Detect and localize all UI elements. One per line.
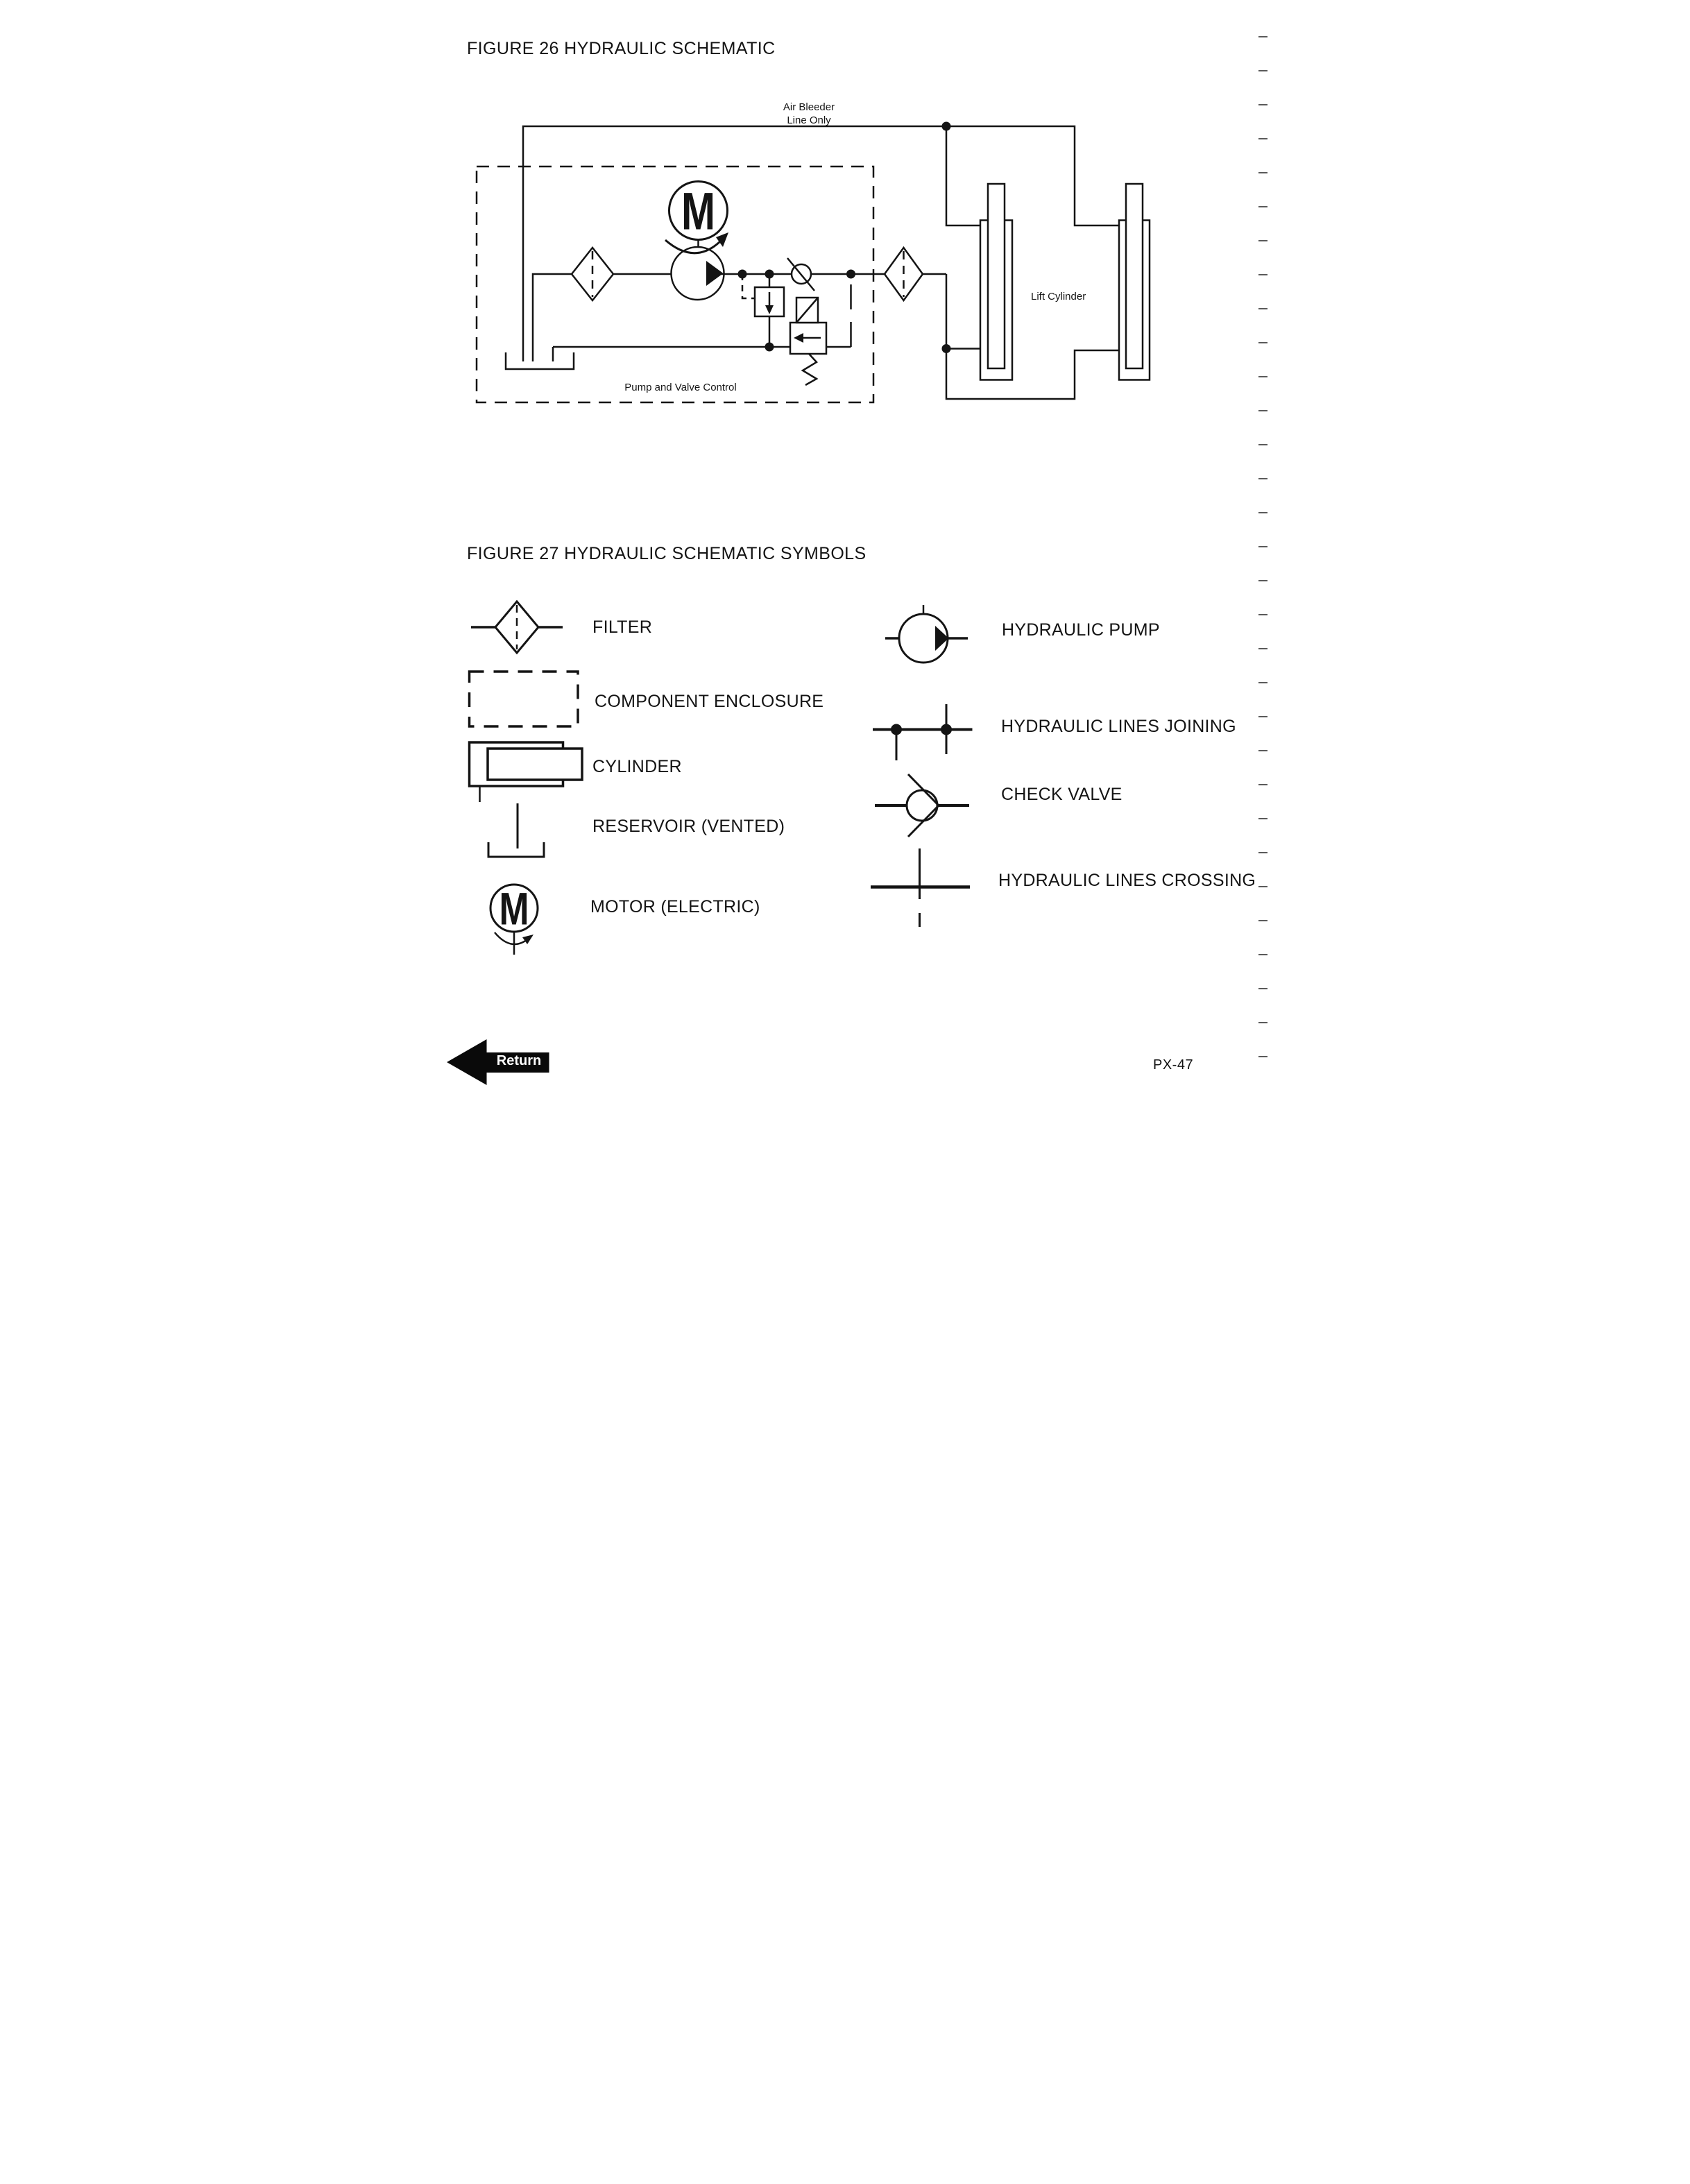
- motor-letter: M: [500, 883, 529, 935]
- legend-label-hydraulic-pump: HYDRAULIC PUMP: [1002, 620, 1160, 640]
- legend-label-component-enclosure: COMPONENT ENCLOSURE: [595, 692, 824, 711]
- figure27-title: FIGURE 27 HYDRAULIC SCHEMATIC SYMBOLS: [467, 544, 867, 563]
- cylinder2-bottom-feed: [945, 348, 1119, 400]
- hydraulic-pump-symbol: [670, 246, 725, 301]
- lift-cylinder-1: [979, 182, 1014, 381]
- pressure-filter-symbol: [883, 246, 924, 302]
- electric-motor-symbol: M: [665, 180, 728, 255]
- line-art: M: [447, 121, 1151, 1085]
- suction-filter-symbol: [570, 246, 615, 302]
- legend-label-lines-joining: HYDRAULIC LINES JOINING: [1001, 717, 1236, 736]
- legend-check-valve-symbol: [875, 773, 969, 838]
- return-arrow-icon[interactable]: [447, 1039, 549, 1085]
- legend-reservoir-symbol: [487, 803, 545, 858]
- air-bleeder-line: [522, 125, 1119, 361]
- air-bleeder-line1: Air Bleeder: [783, 101, 835, 113]
- legend-cylinder-symbol: [468, 741, 583, 802]
- right-margin-ticks: [1258, 36, 1268, 1059]
- component-enclosure-outline: [475, 165, 875, 404]
- manual-page: M: [422, 0, 1268, 1092]
- spring: [801, 353, 819, 386]
- legend-lines-joining-symbol: [873, 704, 973, 760]
- air-bleeder-label: Air Bleeder Line Only: [740, 101, 878, 127]
- legend-label-motor: MOTOR (ELECTRIC): [590, 897, 760, 916]
- check-valve-symbol: [787, 257, 815, 291]
- figure26-schematic: M: [475, 121, 1151, 404]
- legend-motor-symbol: M: [489, 883, 539, 955]
- figure27-symbols: M: [468, 599, 973, 955]
- junction-dot: [765, 342, 774, 352]
- pump-valve-control-label: Pump and Valve Control: [624, 382, 737, 393]
- air-bleeder-line2: Line Only: [787, 114, 831, 126]
- legend-label-cylinder: CYLINDER: [592, 757, 682, 776]
- legend-lines-crossing-symbol: [871, 848, 970, 927]
- lift-cylinder-label: Lift Cylinder: [1031, 291, 1086, 302]
- lift-cylinder-2: [1118, 182, 1151, 381]
- motor-letter: M: [681, 182, 715, 241]
- relief-valve-symbol: [741, 274, 785, 347]
- reservoir-symbol: [504, 352, 575, 370]
- cylinder1-top-feed: [945, 126, 980, 227]
- legend-filter-symbol: [471, 599, 563, 655]
- suction-line: [531, 273, 572, 361]
- legend-enclosure-symbol: [468, 670, 579, 728]
- junction-dot: [941, 121, 951, 131]
- legend-label-lines-crossing: HYDRAULIC LINES CROSSING: [998, 871, 1256, 890]
- solenoid-valve-symbol: [789, 274, 852, 386]
- rotation-arrowhead: [716, 232, 728, 247]
- legend-label-filter: FILTER: [592, 617, 653, 637]
- legend-label-check-valve: CHECK VALVE: [1001, 785, 1123, 804]
- legend-pump-symbol: [885, 605, 968, 664]
- return-button-label[interactable]: Return: [496, 1053, 542, 1068]
- legend-label-reservoir: RESERVOIR (VENTED): [592, 817, 785, 836]
- page-number: PX-47: [1153, 1057, 1194, 1073]
- junction-dot: [846, 269, 855, 279]
- figure26-title: FIGURE 26 HYDRAULIC SCHEMATIC: [467, 39, 776, 58]
